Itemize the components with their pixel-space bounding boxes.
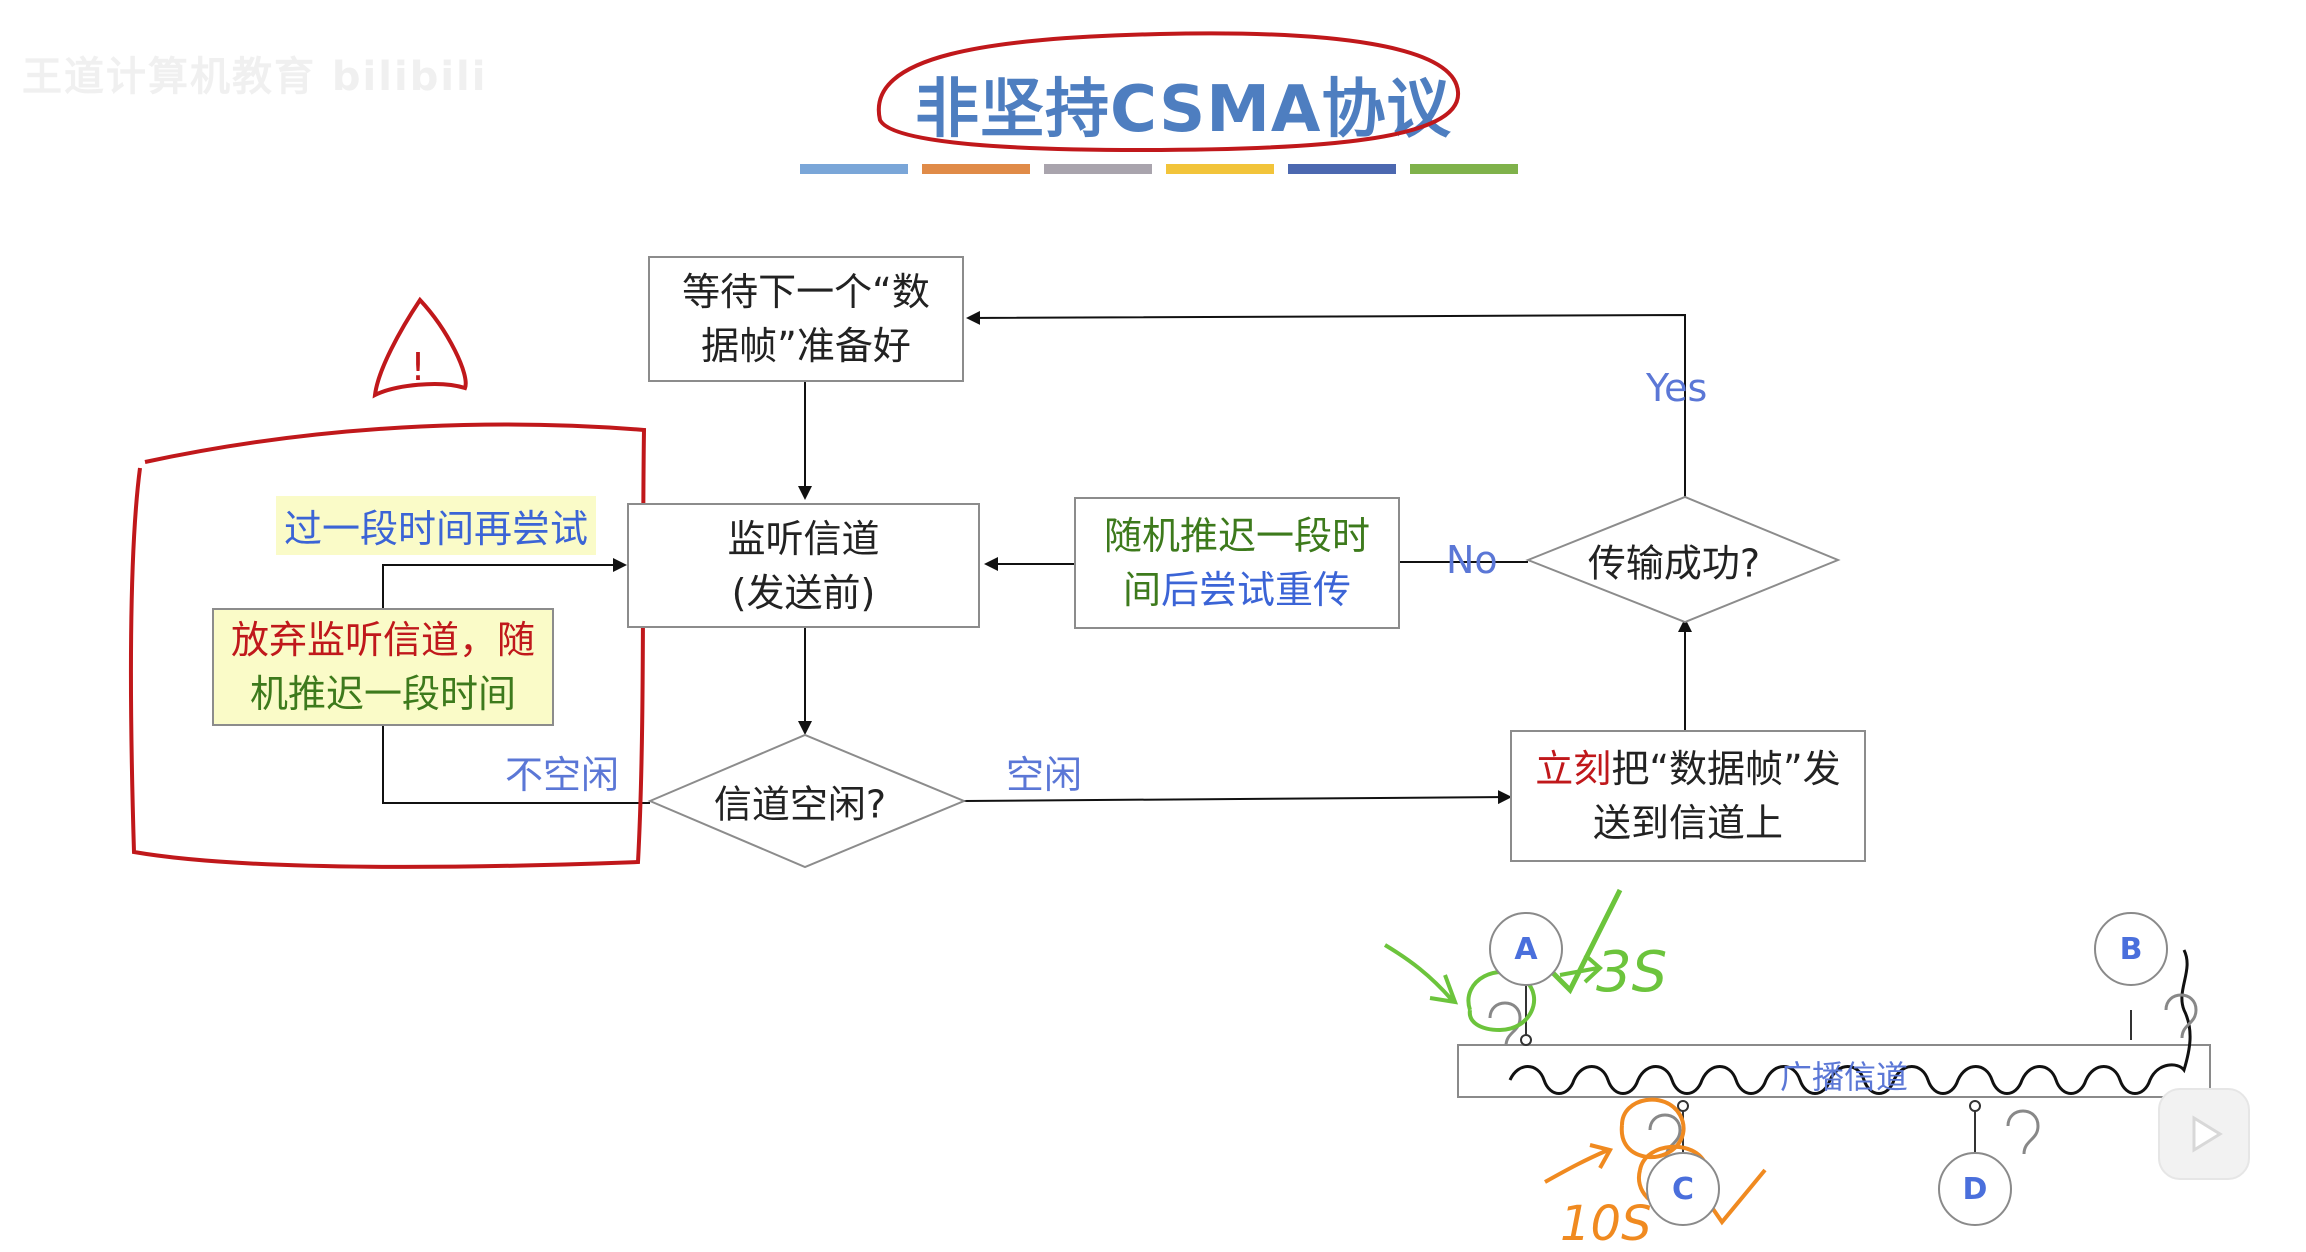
palette-swatch: [1288, 164, 1396, 174]
warning-triangle-icon: [372, 296, 468, 399]
palette-strip: [800, 164, 1522, 174]
node-send-line1-red: 立刻: [1535, 747, 1612, 791]
edge-label-yes: Yes: [1646, 366, 1708, 410]
node-give-up-line2: 机推迟一段时间: [249, 672, 516, 716]
node-send-line1-rest: 把“数据帧”发: [1611, 747, 1841, 791]
node-wait-frame: 等待下一个“数 据帧”准备好: [648, 256, 964, 382]
title-ellipse-annotation: [876, 31, 1461, 153]
diamond-success: [1525, 495, 1841, 624]
ear-icon: [1488, 1001, 1522, 1047]
edge-success-to-wait: [966, 310, 1686, 498]
diamond-channel-idle: [647, 733, 967, 869]
node-listen-line1: 监听信道: [727, 516, 880, 561]
palette-swatch: [1410, 164, 1518, 174]
edge-label-idle: 空闲: [1006, 753, 1083, 797]
node-wait-frame-line1: 等待下一个“数: [682, 270, 930, 314]
node-listen-channel: 监听信道 (发送前): [627, 503, 980, 628]
bus-bar: [1457, 1044, 2211, 1098]
ear-icon: [2164, 993, 2198, 1039]
node-send-line1: 立刻把“数据帧”发: [1535, 742, 1840, 796]
bus-label: 广播信道: [1780, 1058, 1909, 1096]
node-send-line2: 送到信道上: [1592, 801, 1783, 845]
svg-text:!: !: [410, 345, 425, 389]
node-delay-line2: 间后尝试重传: [1123, 563, 1351, 617]
ear-icon: [2006, 1109, 2040, 1155]
node-delay-line2a: 间: [1122, 568, 1161, 612]
diamond-success-label: 传输成功?: [1587, 541, 1761, 586]
node-send-now: 立刻把“数据帧”发 送到信道上: [1510, 730, 1866, 862]
station-d: D: [1938, 1152, 2012, 1226]
node-random-delay-retry: 随机推迟一段时 间后尝试重传: [1074, 497, 1400, 629]
handwritten-c-time: 10S: [1560, 1196, 1652, 1252]
red-highlight-box: [128, 422, 647, 869]
watermark: 王道计算机教育 bilibili: [22, 54, 488, 100]
palette-swatch: [922, 164, 1030, 174]
edge-label-no: No: [1446, 538, 1498, 582]
node-give-up-line1: 放弃监听信道，随: [230, 618, 535, 662]
node-delay-line1: 随机推迟一段时: [1103, 514, 1370, 558]
green-circle-annotation: [1466, 969, 1537, 1033]
edge-label-busy: 不空闲: [505, 753, 620, 797]
handwritten-a-time: 3S: [1596, 940, 1668, 1005]
node-wait-frame-line2: 据帧”准备好: [701, 324, 911, 368]
node-delay-line2b: 后尝试重传: [1161, 568, 1352, 612]
palette-swatch: [1166, 164, 1274, 174]
play-icon: [2192, 1115, 2223, 1153]
palette-swatch: [1044, 164, 1152, 174]
video-player-icon[interactable]: [2158, 1088, 2250, 1180]
orange-arrow-annotation: [1544, 1143, 1614, 1184]
orange-circle-annotation: [1619, 1097, 1686, 1160]
station-b: B: [2094, 912, 2168, 986]
edge-idle-to-send: [963, 790, 1512, 805]
station-c: C: [1646, 1152, 1720, 1226]
page-title: 非坚持CSMA协议: [915, 73, 1452, 147]
signal-scribble: [1508, 949, 2192, 1095]
station-a: A: [1489, 912, 1563, 986]
node-listen-line2: (发送前): [731, 570, 876, 615]
green-arrow-annotation: [1383, 943, 1459, 1005]
node-give-up: 放弃监听信道，随 机推迟一段时间: [212, 608, 554, 726]
palette-swatch: [800, 164, 908, 174]
retry-note: 过一段时间再尝试: [276, 496, 597, 555]
diamond-channel-idle-label: 信道空闲?: [713, 782, 887, 827]
